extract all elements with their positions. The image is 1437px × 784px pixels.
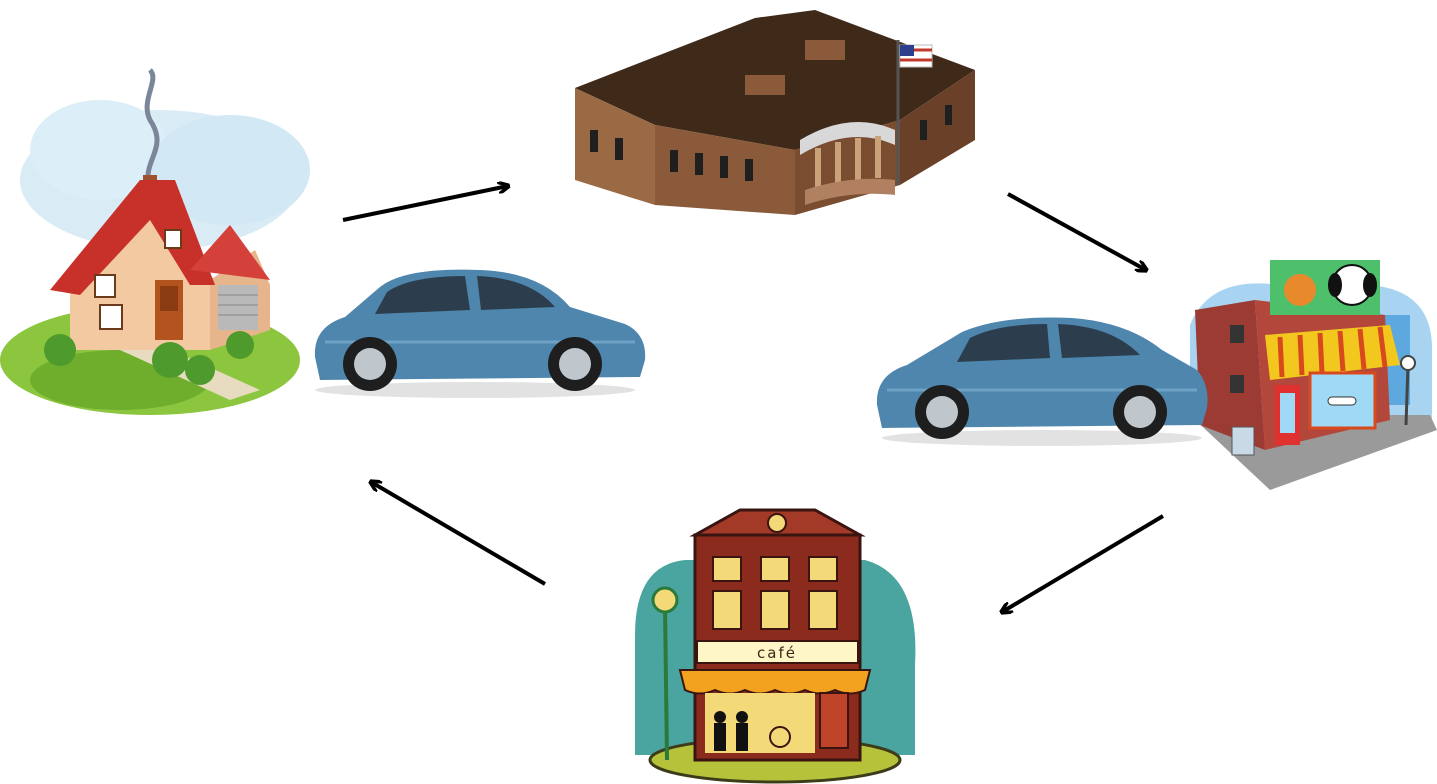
car-icon xyxy=(305,262,650,402)
car-icon xyxy=(872,310,1212,450)
cafe-sign-text: café xyxy=(757,644,797,662)
arrow-school-to-pet-store xyxy=(1008,194,1146,270)
arrow-pet-store-to-cafe xyxy=(1002,516,1163,612)
arrow-cafe-to-house xyxy=(371,482,545,584)
cafe-icon: café xyxy=(625,505,925,784)
arrow-house-to-school xyxy=(343,186,508,220)
school-building-icon xyxy=(560,0,1000,230)
house-icon xyxy=(0,60,320,420)
